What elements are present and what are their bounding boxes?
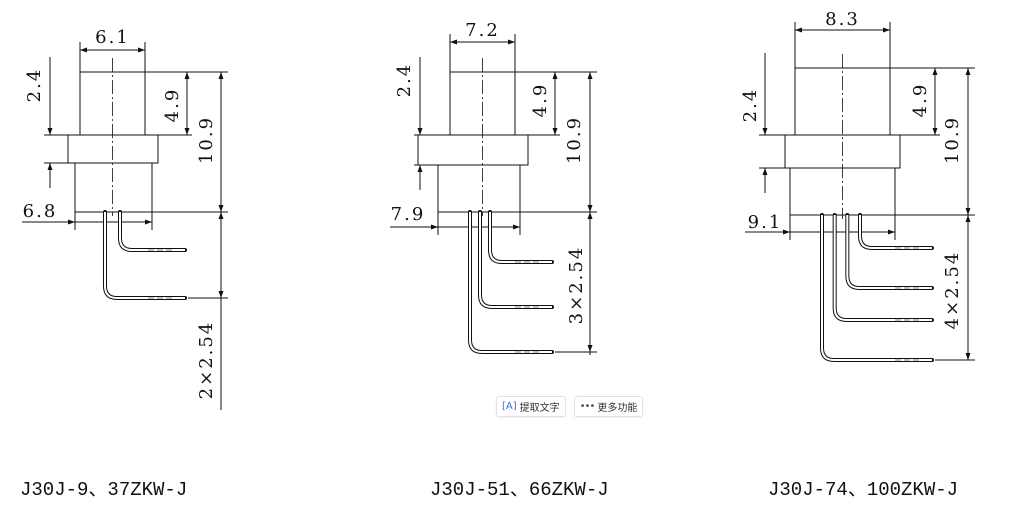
arrowhead [965,68,971,75]
lower-body [437,164,521,213]
caption-1: J30J-9、37ZKW-J [20,479,188,501]
pin-inner [469,212,552,353]
arrowhead [138,47,145,53]
arrowhead [431,224,438,230]
arrowhead [508,39,515,45]
arrowhead [883,27,890,33]
arrowhead [783,229,790,235]
arrowhead [218,212,224,219]
dim-pin-pitch: 4×2.54 [942,251,963,330]
dim-top-width: 8.3 [825,9,860,30]
arrowhead [552,128,558,135]
pin [488,210,554,264]
lower-body [74,162,153,213]
arrowhead [450,39,457,45]
arrowhead [932,68,938,75]
arrowhead [795,27,802,33]
dim-total-height: 10.9 [564,116,585,164]
pin [468,210,554,354]
more-dots-icon: ••• [579,401,596,412]
dim-pin-pitch: 3×2.54 [566,246,587,325]
arrowhead [762,168,768,175]
arrowhead [218,205,224,212]
arrowhead [965,215,971,222]
pin-inner [846,215,932,289]
pin-inner [104,212,185,299]
arrowhead [80,47,87,53]
arrowhead [68,219,75,225]
pin-inner [119,212,185,251]
arrowhead [417,165,423,172]
arrowhead [587,212,593,219]
pin-inner [859,215,932,249]
extract-text-button[interactable]: [A] 提取文字 [496,396,566,417]
arrowhead [47,163,53,170]
dim-flange-height: 2.4 [394,63,415,98]
pin-inner [479,212,552,308]
arrowhead [888,229,895,235]
dim-pin-pitch: 2×2.54 [196,321,217,400]
caption-3: J30J-74、100ZKW-J [768,479,959,501]
dim-total-height: 10.9 [942,116,963,164]
arrowhead [552,72,558,79]
flange [67,134,159,164]
pin-inner [489,212,552,263]
dim-base-width: 7.9 [391,204,426,225]
pin-inner [833,215,932,321]
arrowhead [965,208,971,215]
dim-total-height: 10.9 [196,116,217,164]
arrowhead [218,291,224,298]
arrowhead [587,72,593,79]
caption-2: J30J-51、66ZKW-J [430,479,609,501]
arrowhead [184,128,190,135]
arrowhead [417,128,423,135]
dim-upper-height: 4.9 [910,83,931,118]
dim-upper-height: 4.9 [530,83,551,118]
arrowhead [145,219,152,225]
dim-flange-height: 2.4 [24,68,45,103]
text-recognition-icon: [A] [502,401,517,412]
arrowhead [965,353,971,360]
flange [417,134,529,166]
arrowhead [513,224,520,230]
dim-base-width: 9.1 [748,212,783,233]
arrowhead [762,128,768,135]
arrowhead [47,128,53,135]
pin-inner [821,215,932,361]
pin [103,210,187,300]
dim-top-width: 6.1 [95,27,130,48]
more-functions-button[interactable]: ••• 更多功能 [573,396,644,417]
floating-toolbar: [A] 提取文字 ••• 更多功能 [496,396,644,417]
arrowhead [587,345,593,352]
arrowhead [932,128,938,135]
arrowhead [587,205,593,212]
dim-upper-height: 4.9 [162,88,183,123]
arrowhead [218,72,224,79]
extract-text-label: 提取文字 [519,403,560,414]
dim-flange-height: 2.4 [740,88,761,123]
more-functions-label: 更多功能 [597,403,638,414]
dim-top-width: 7.2 [465,20,500,41]
dim-base-width: 6.8 [23,201,58,222]
arrowhead [184,72,190,79]
